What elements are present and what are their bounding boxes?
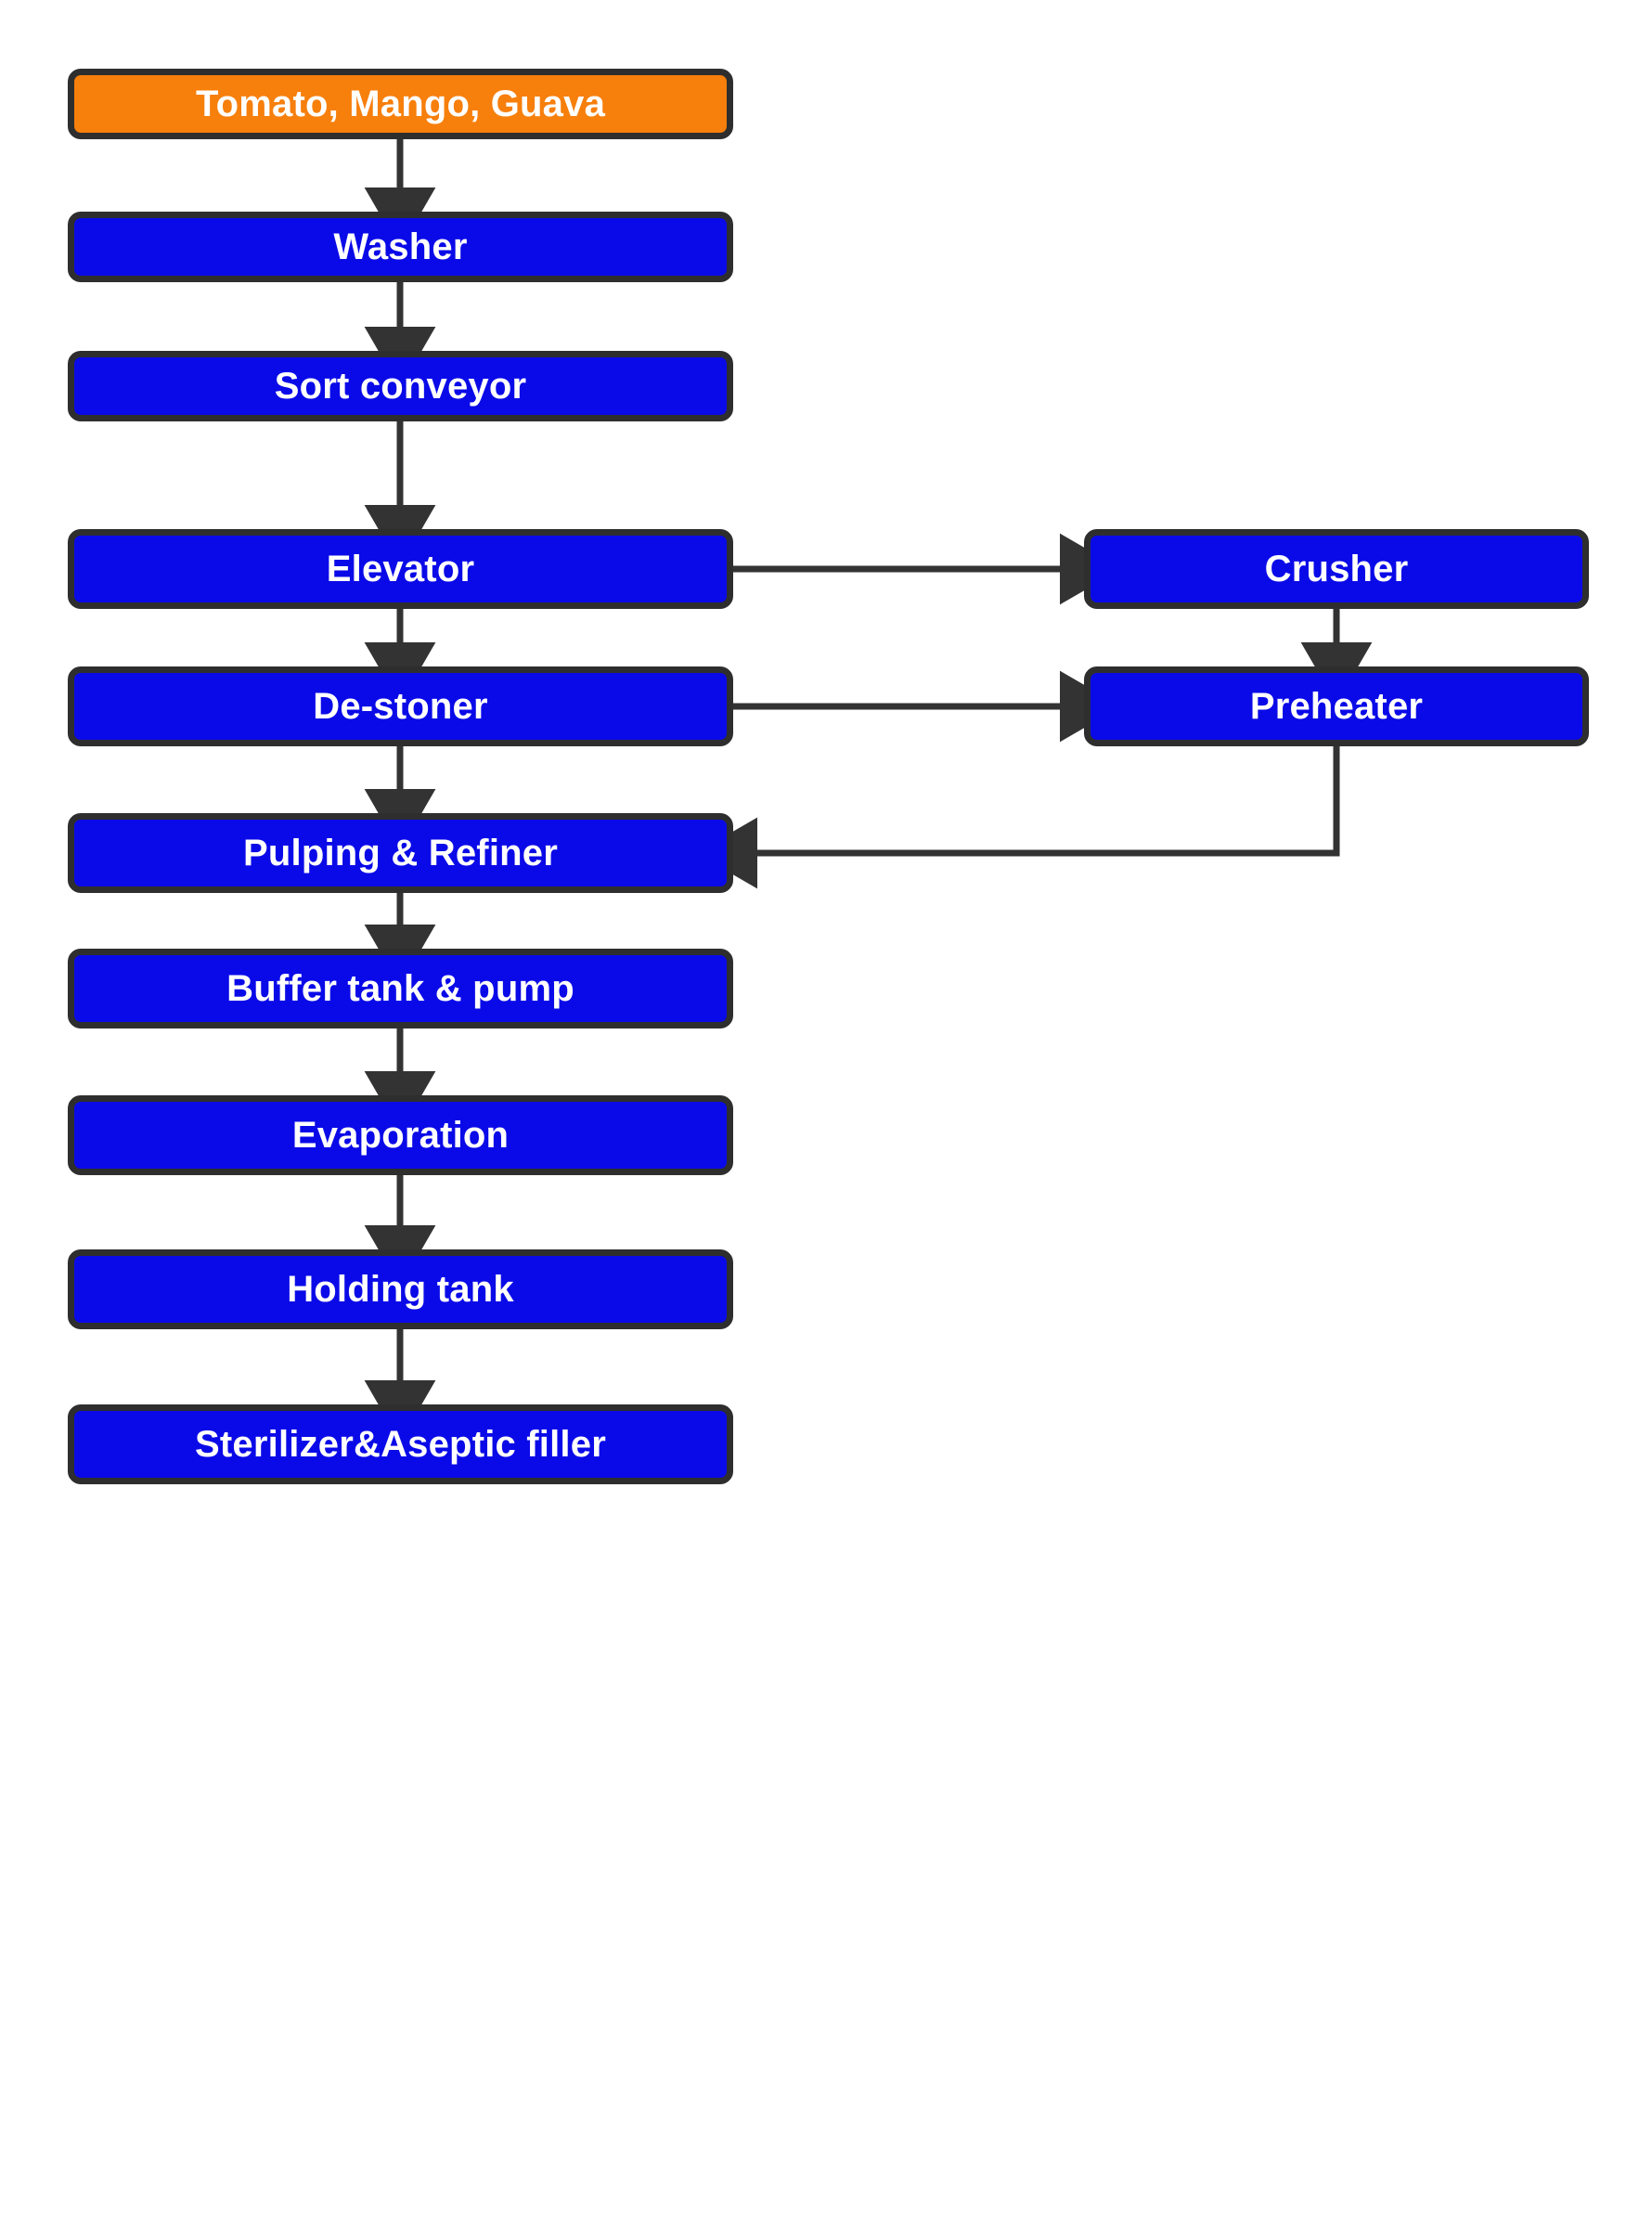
node-evap[interactable]: Evaporation (68, 1095, 733, 1175)
node-sort[interactable]: Sort conveyor (68, 351, 733, 421)
node-sterilizer[interactable]: Sterilizer&Aseptic filler (68, 1404, 733, 1484)
node-sterilizer-label: Sterilizer&Aseptic filler (195, 1424, 606, 1465)
edge-preheater-to-pulping-refiner (695, 746, 1340, 889)
node-pulping-label: Pulping & Refiner (243, 833, 558, 873)
node-washer[interactable]: Washer (68, 212, 733, 282)
node-destoner-label: De-stoner (313, 686, 488, 727)
node-preheater-label: Preheater (1249, 686, 1424, 727)
node-destoner[interactable]: De-stoner (68, 666, 733, 746)
node-evap-label: Evaporation (291, 1115, 510, 1156)
node-pulping[interactable]: Pulping & Refiner (68, 813, 733, 893)
node-elevator-label: Elevator (326, 549, 475, 589)
node-preheater[interactable]: Preheater (1084, 666, 1589, 746)
node-buffer[interactable]: Buffer tank & pump (68, 949, 733, 1028)
node-crusher-label: Crusher (1264, 549, 1409, 589)
node-holding[interactable]: Holding tank (68, 1249, 733, 1329)
node-sort-label: Sort conveyor (274, 366, 527, 407)
node-washer-label: Washer (333, 226, 468, 267)
node-elevator[interactable]: Elevator (68, 529, 733, 609)
node-raw[interactable]: Tomato, Mango, Guava (68, 69, 733, 139)
node-holding-label: Holding tank (287, 1269, 514, 1310)
node-raw-label: Tomato, Mango, Guava (195, 84, 606, 124)
node-buffer-label: Buffer tank & pump (226, 968, 574, 1009)
node-crusher[interactable]: Crusher (1084, 529, 1589, 609)
